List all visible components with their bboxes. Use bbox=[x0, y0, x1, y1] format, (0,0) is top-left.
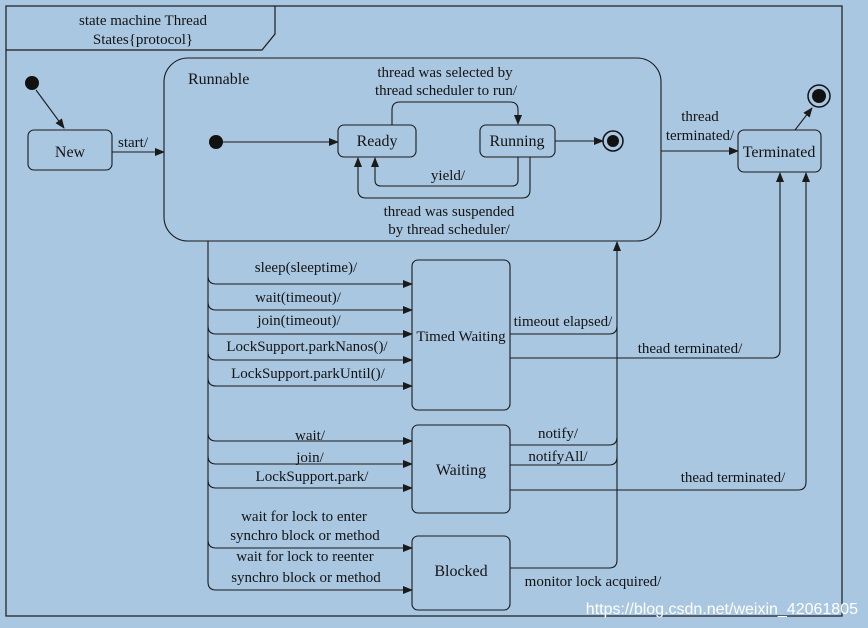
runnable-final-state-dot bbox=[607, 135, 619, 147]
watermark-text: https://blog.csdn.net/weixin_42061805 bbox=[586, 601, 858, 618]
selected-label-line2: thread scheduler to run/ bbox=[375, 83, 518, 99]
runnable-initial-state bbox=[209, 135, 223, 149]
wait-label: wait/ bbox=[295, 428, 326, 444]
state-running-label: Running bbox=[489, 133, 544, 150]
initial-to-new-arrow bbox=[35, 89, 65, 129]
state-runnable-label: Runnable bbox=[188, 71, 249, 88]
wait-timeout-label: wait(timeout)/ bbox=[255, 290, 342, 306]
suspended-label-line1: thread was suspended bbox=[384, 204, 515, 220]
state-ready-label: Ready bbox=[357, 133, 398, 150]
suspended-arrow bbox=[354, 157, 531, 199]
wait-timeout-arrow bbox=[207, 301, 413, 314]
notify-all-line bbox=[510, 456, 618, 466]
timeout-elapsed-line bbox=[510, 325, 618, 335]
park-label: LockSupport.park/ bbox=[256, 469, 370, 485]
park-arrow bbox=[207, 479, 413, 492]
sleep-arrow bbox=[207, 275, 413, 288]
thead-terminated-1-label: thead terminated/ bbox=[638, 341, 743, 357]
state-new-label: New bbox=[55, 144, 86, 161]
yield-label: yield/ bbox=[431, 168, 466, 184]
park-nanos-arrow bbox=[207, 351, 413, 364]
state-timed-waiting-label: Timed Waiting bbox=[416, 329, 506, 345]
suspended-label-line2: by thread scheduler/ bbox=[388, 222, 510, 238]
state-new bbox=[27, 129, 113, 171]
ready-to-running-arrow bbox=[391, 101, 522, 125]
lock-reenter-arrow bbox=[207, 581, 413, 594]
notify-line bbox=[510, 436, 618, 446]
state-waiting-label: Waiting bbox=[436, 462, 486, 479]
park-until-arrow bbox=[207, 377, 413, 390]
thead-terminated-2-label: thead terminated/ bbox=[681, 470, 786, 486]
diagram-frame bbox=[5, 5, 843, 617]
notify-all-label: notifyAll/ bbox=[528, 449, 588, 465]
frame-title-line2: States{protocol} bbox=[93, 32, 193, 48]
selected-label-line1: thread was selected by bbox=[377, 65, 513, 81]
timed-waiting-terminated-arrow bbox=[510, 172, 784, 359]
join-label: join/ bbox=[295, 450, 324, 466]
state-blocked-label: Blocked bbox=[434, 563, 487, 580]
frame-title-tab bbox=[6, 6, 276, 51]
notify-label: notify/ bbox=[538, 426, 579, 442]
yield-arrow bbox=[371, 157, 519, 187]
thread-terminated-label-line1: thread bbox=[681, 109, 719, 125]
lock-reenter-label-line1: wait for lock to reenter bbox=[236, 549, 373, 565]
monitor-lock-line bbox=[510, 559, 618, 569]
runnable-final-state-ring bbox=[602, 130, 624, 152]
final-state-dot bbox=[812, 89, 826, 103]
terminated-to-final-arrow bbox=[794, 107, 813, 131]
start-label: start/ bbox=[118, 135, 149, 151]
state-terminated-label: Terminated bbox=[743, 144, 816, 161]
thread-terminated-label-line2: terminated/ bbox=[666, 128, 735, 144]
lock-reenter-label-line2: synchro block or method bbox=[231, 570, 381, 586]
lock-enter-label-line2: synchro block or method bbox=[230, 528, 380, 544]
sleep-label: sleep(sleeptime)/ bbox=[255, 260, 358, 276]
join-timeout-label: join(timeout)/ bbox=[256, 313, 341, 329]
final-state-ring bbox=[807, 84, 831, 108]
monitor-lock-label: monitor lock acquired/ bbox=[525, 574, 662, 590]
wait-arrow bbox=[207, 432, 413, 445]
park-until-label: LockSupport.parkUntil()/ bbox=[231, 366, 386, 382]
lock-enter-label-line1: wait for lock to enter bbox=[241, 509, 367, 525]
state-blocked bbox=[411, 535, 511, 611]
park-nanos-label: LockSupport.parkNanos()/ bbox=[226, 339, 388, 355]
waiting-terminated-arrow bbox=[510, 172, 810, 491]
join-arrow bbox=[207, 455, 413, 468]
state-waiting bbox=[411, 424, 511, 514]
join-timeout-arrow bbox=[207, 325, 413, 338]
frame-title-line1: state machine Thread bbox=[79, 13, 207, 29]
timeout-elapsed-label: timeout elapsed/ bbox=[514, 314, 614, 330]
initial-state bbox=[25, 76, 39, 90]
lock-enter-arrow bbox=[207, 539, 413, 552]
